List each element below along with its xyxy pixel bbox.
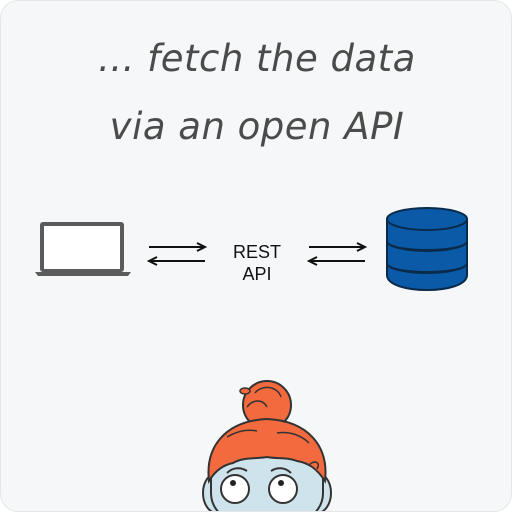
headline-line-2: via an open API	[109, 105, 405, 148]
headline-line-1: ... fetch the data	[98, 37, 416, 80]
character-illustration	[202, 380, 332, 511]
rest-api-label-line-1: REST	[232, 242, 281, 262]
laptop-icon	[35, 222, 131, 276]
bidirectional-arrows-left	[146, 242, 208, 266]
rest-api-label: REST API	[213, 241, 301, 285]
rest-api-label-line-2: API	[242, 264, 272, 284]
database-icon	[386, 207, 468, 291]
bidirectional-arrows-right	[306, 242, 368, 266]
